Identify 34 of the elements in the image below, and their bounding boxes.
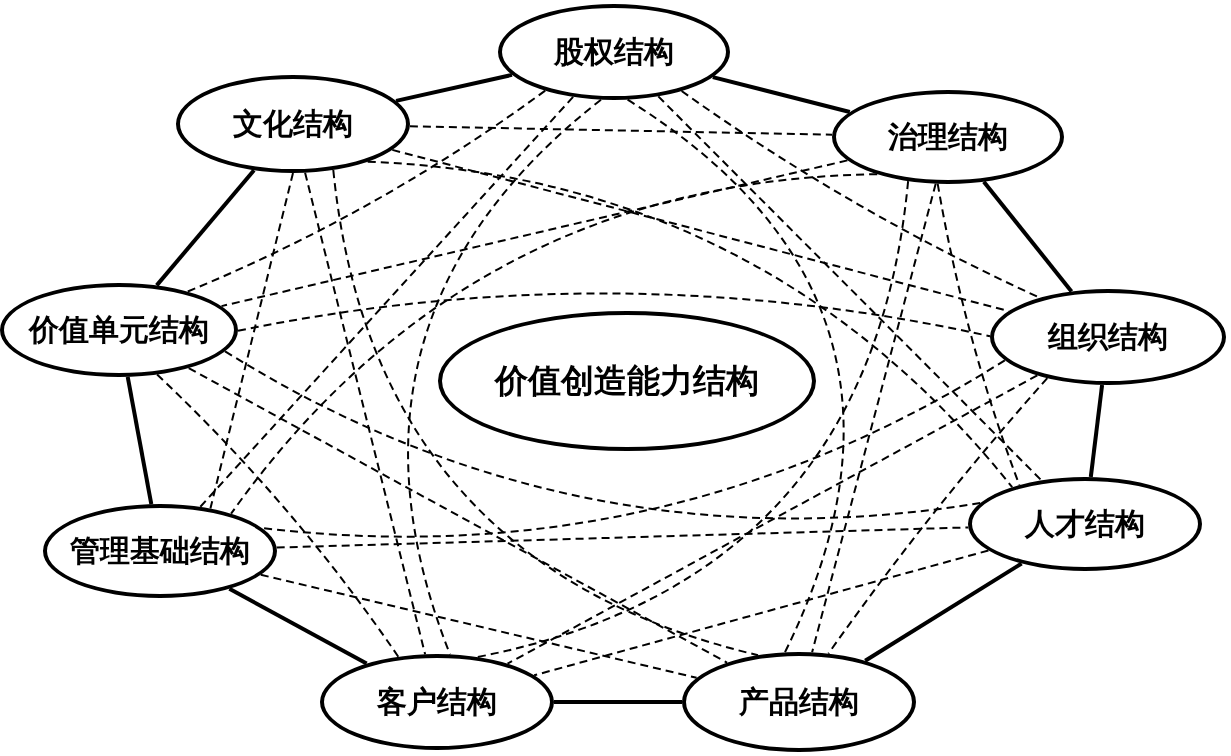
thick-connector <box>554 700 682 704</box>
dashed-connector <box>936 182 1021 487</box>
dashed-connector <box>506 374 1039 665</box>
thick-connector <box>228 587 368 666</box>
dashed-connector <box>304 171 427 656</box>
dashed-connector <box>224 350 982 520</box>
node-label: 价值创造能力结构 <box>495 359 759 402</box>
thick-connector <box>864 561 1023 663</box>
dashed-connector <box>230 173 879 515</box>
node-label: 股权结构 <box>554 32 674 71</box>
dashed-connector <box>220 159 849 308</box>
node-label: 价值单元结构 <box>29 310 209 349</box>
dashed-connector <box>811 182 937 654</box>
node-label: 产品结构 <box>739 682 859 721</box>
thick-connector <box>1088 384 1105 478</box>
thick-connector <box>125 376 154 505</box>
thick-connector <box>712 75 851 114</box>
dashed-connector <box>408 125 834 136</box>
dashed-connector <box>626 98 845 654</box>
node-label: 组织结构 <box>1048 317 1168 356</box>
dashed-connector <box>237 292 991 338</box>
node-label: 管理基础结构 <box>70 531 250 570</box>
thick-connector <box>395 72 513 103</box>
dashed-connector <box>186 89 547 293</box>
node-label: 文化结构 <box>233 104 353 143</box>
node-label: 治理结构 <box>888 117 1008 156</box>
node-label: 人才结构 <box>1025 504 1145 543</box>
dashed-connector <box>275 526 970 549</box>
dashed-connector <box>366 160 1014 489</box>
node-label: 客户结构 <box>377 682 497 721</box>
dashed-connector <box>261 359 1006 538</box>
dashed-connector <box>259 573 698 679</box>
dashed-connector <box>187 367 728 664</box>
dashed-connector <box>533 549 990 677</box>
